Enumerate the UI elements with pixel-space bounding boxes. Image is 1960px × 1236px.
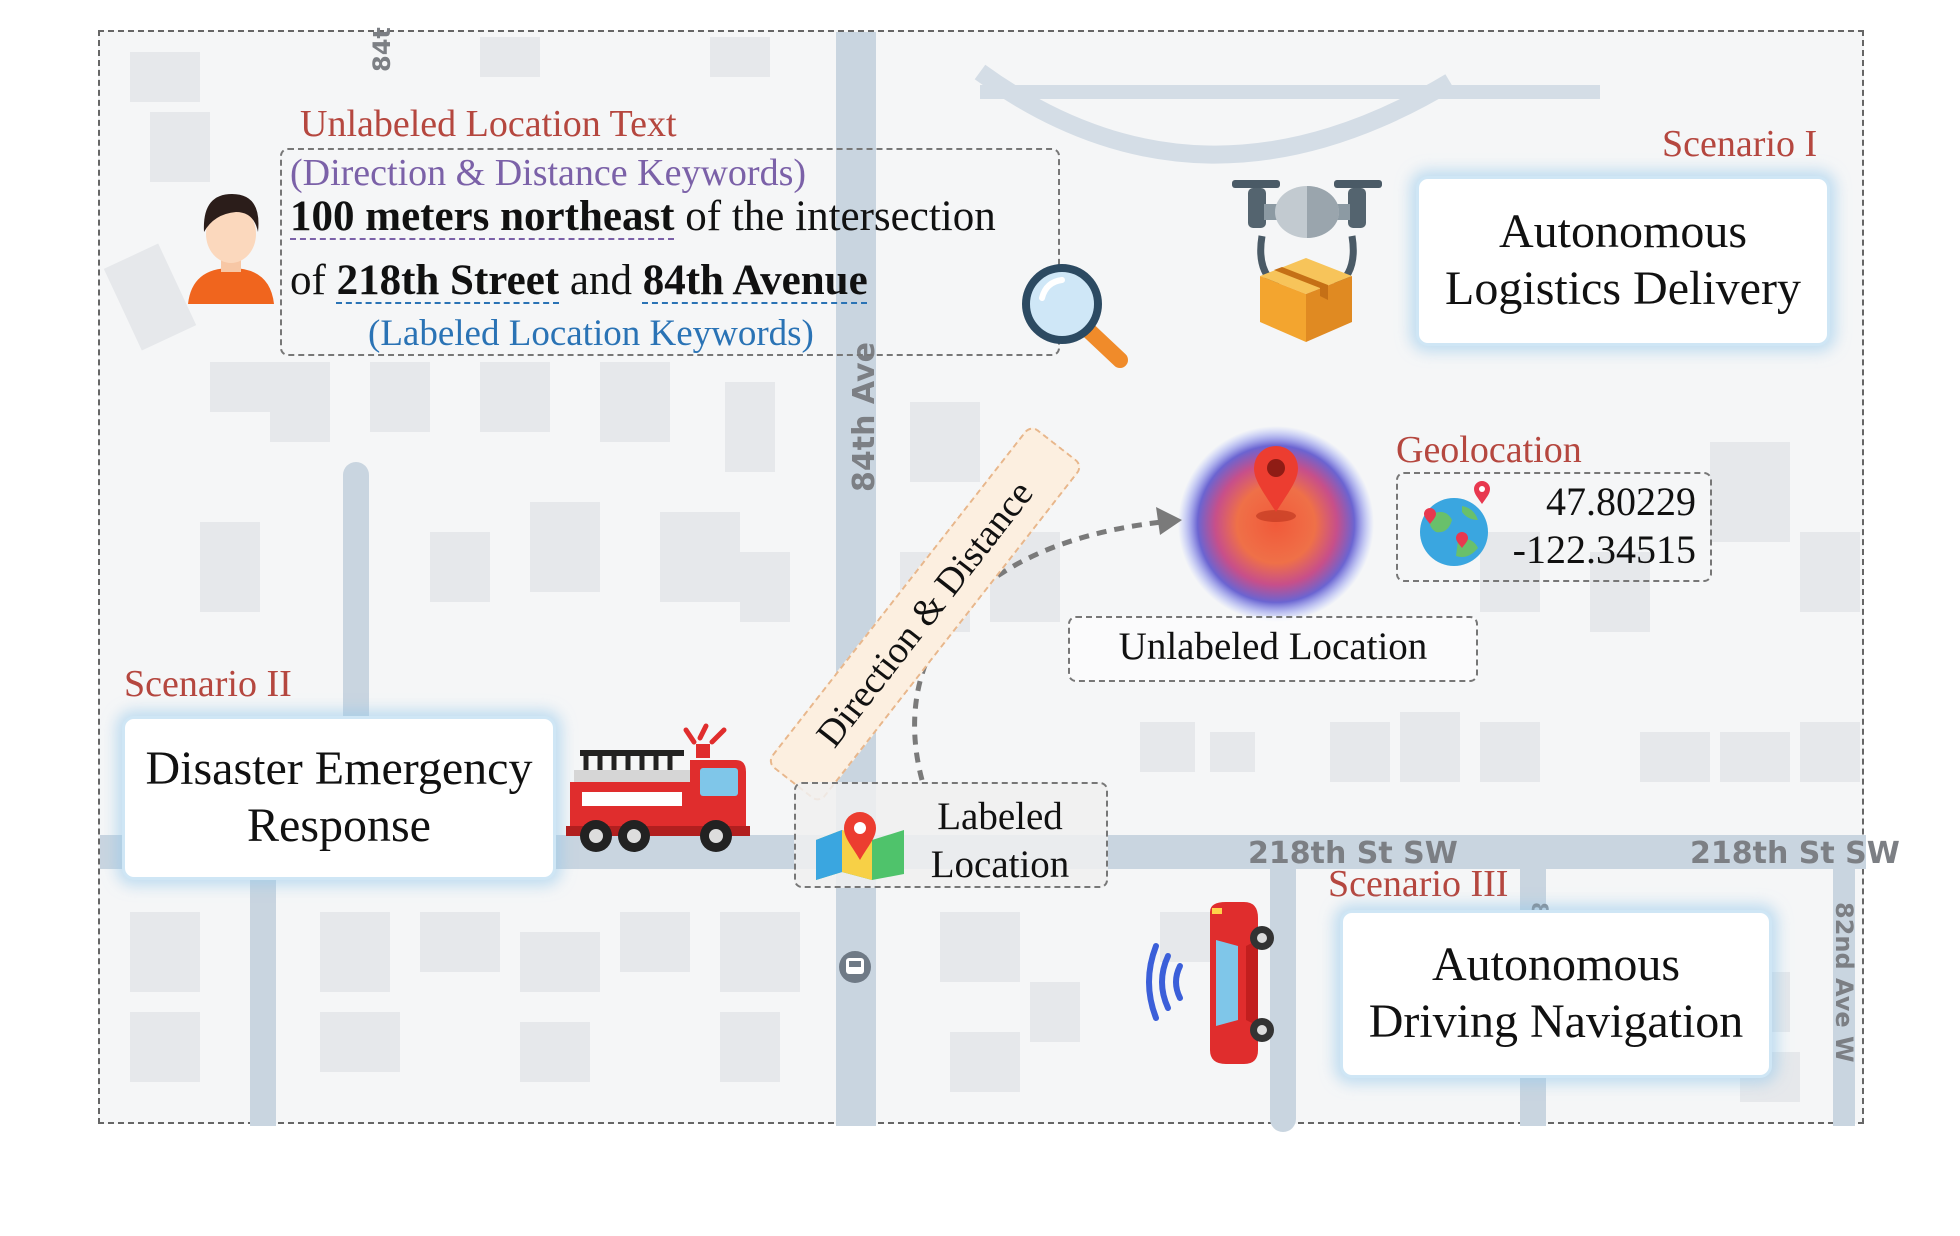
unlabeled-location-box — [1068, 616, 1478, 682]
road-label-218th-st-b: 218th St SW — [1690, 836, 1900, 871]
road-label-218th-st-a: 218th St SW — [1248, 836, 1458, 871]
scenario-3-box: Autonomous Driving Navigation — [1340, 910, 1772, 1078]
avenue-phrase: 84th Avenue — [642, 257, 868, 304]
geolocation-longitude: -122.34515 — [1512, 527, 1696, 572]
car-icon — [1146, 902, 1274, 1064]
scenario-3-line-1: Autonomous — [1431, 938, 1680, 992]
unlabeled-location-label: Unlabeled Location — [1118, 625, 1428, 668]
person-icon — [188, 194, 274, 304]
query-line-1-rest: of the intersection — [674, 193, 996, 240]
labeled-location-line-2: Location — [930, 843, 1070, 886]
geolocation-box — [1396, 472, 1712, 582]
scenario-2-line-2: Response — [247, 799, 431, 852]
geolocation-latitude: 47.80229 — [1546, 479, 1696, 524]
query-line-2: of 218th Street and 84th Avenue — [290, 256, 868, 305]
query-header: Unlabeled Location Text — [300, 103, 677, 145]
signal-icon — [1146, 943, 1183, 1021]
scenario-1-box: Autonomous Logistics Delivery — [1416, 176, 1830, 346]
map-icon — [816, 812, 904, 880]
fire-truck-icon — [566, 723, 750, 852]
scenario-1-tag: Scenario I — [1662, 123, 1818, 165]
scenario-2-tag: Scenario II — [124, 663, 292, 705]
query-box — [280, 148, 1060, 356]
road-label-84th-top: 84t — [368, 27, 396, 72]
map-pin-icon — [1254, 445, 1298, 512]
scenario-1-line-2: Logistics Delivery — [1445, 262, 1801, 315]
scenario-1-line-1: Autonomous — [1498, 205, 1747, 259]
map-streets: 84t 84th Ave 218th St SW 218th St SW 82n… — [100, 27, 1900, 1132]
magnifier-icon — [1022, 264, 1128, 368]
scenario-2-line-1: Disaster Emergency — [145, 742, 533, 796]
street-phrase: 218th Street — [336, 257, 560, 304]
scenario-3-line-2: Driving Navigation — [1368, 995, 1744, 1048]
bus-stop-icon — [839, 951, 871, 983]
package-icon — [1260, 258, 1352, 342]
direction-distance-phrase: 100 meters northeast — [290, 193, 675, 240]
direction-keywords-label: (Direction & Distance Keywords) — [290, 152, 807, 194]
scenario-3-tag: Scenario III — [1328, 863, 1509, 905]
query-line-1: 100 meters northeast of the intersection — [290, 192, 996, 241]
labeled-keywords-label: (Labeled Location Keywords) — [368, 313, 814, 354]
labeled-location-line-1: Labeled — [937, 795, 1063, 838]
scenario-2-box: Disaster Emergency Response — [122, 716, 556, 880]
globe-icon — [1420, 481, 1490, 566]
road-label-84th-ave: 84th Ave — [847, 342, 882, 492]
geolocation-heatmap — [1178, 426, 1374, 622]
query-and: and — [559, 257, 643, 304]
query-of: of — [290, 257, 337, 304]
road-label-82nd-ave: 82nd Ave W — [1830, 902, 1858, 1063]
geolocation-header: Geolocation — [1396, 429, 1582, 471]
